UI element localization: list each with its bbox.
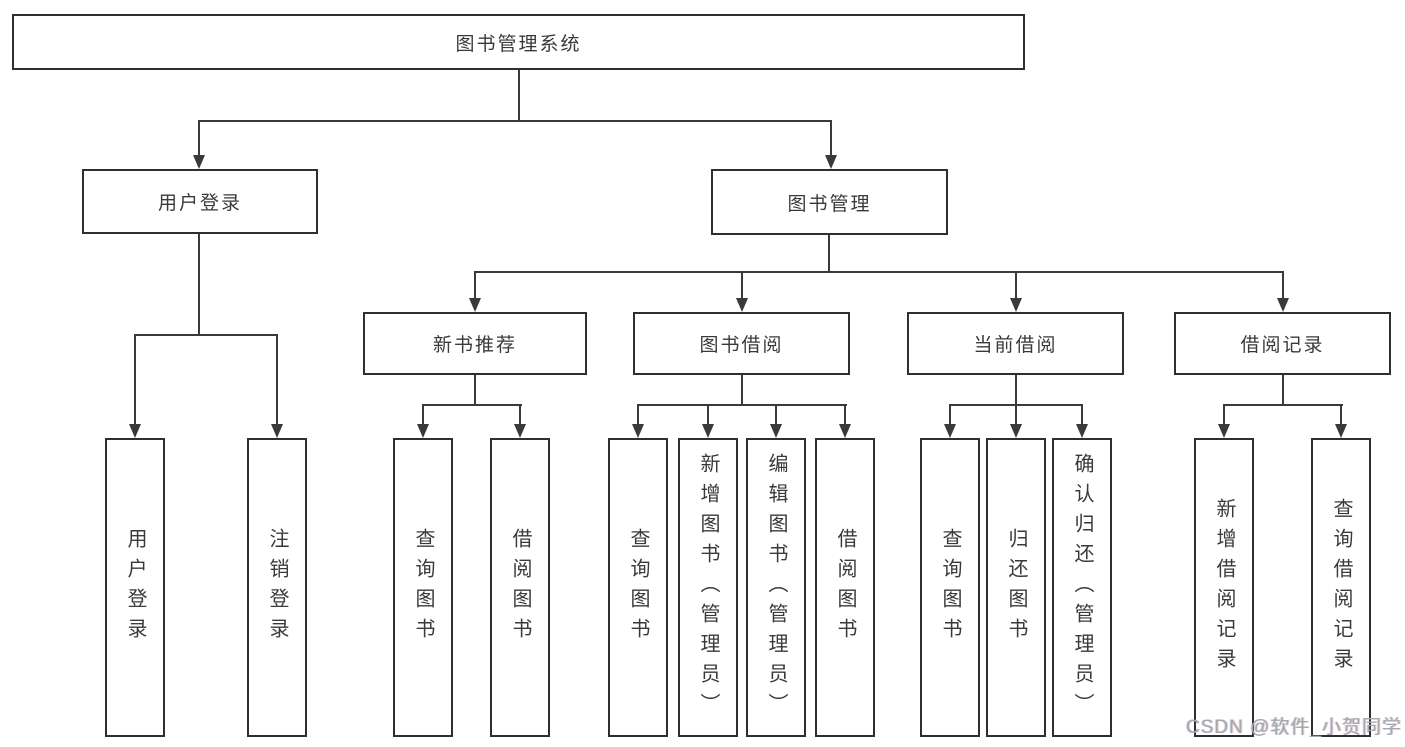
leaf-query-borrow-record: 查询借阅记录 bbox=[1311, 438, 1371, 737]
connector-to-book-management bbox=[830, 120, 832, 156]
arrow-down-icon bbox=[736, 298, 748, 312]
leaf-add-borrow-record-label: 新增借阅记录 bbox=[1213, 497, 1235, 678]
connector-root-stem bbox=[518, 70, 520, 122]
arrow-down-icon bbox=[417, 424, 429, 438]
connector-book-management-stem bbox=[828, 235, 830, 273]
arrow-down-icon bbox=[1010, 298, 1022, 312]
connector-to-leaf-user-login bbox=[134, 334, 136, 424]
arrow-down-icon bbox=[1277, 298, 1289, 312]
leaf-edit-book-admin: 编辑图书（管理员） bbox=[746, 438, 806, 737]
node-current-borrowing-label: 当前借阅 bbox=[973, 335, 1058, 356]
arrow-down-icon bbox=[193, 155, 205, 169]
connector-leaf-stem bbox=[1081, 404, 1083, 425]
leaf-query-book-recommend: 查询图书 bbox=[393, 438, 453, 737]
connector-leaf-stem bbox=[949, 404, 951, 425]
connector-new-book-recommend-bar bbox=[422, 404, 522, 406]
connector-leaf-stem bbox=[422, 404, 424, 425]
arrow-down-icon bbox=[271, 424, 283, 438]
connector-leaf-stem bbox=[707, 404, 709, 425]
connector-leaf-stem bbox=[844, 404, 846, 425]
leaf-return-book-label: 归还图书 bbox=[1005, 527, 1027, 648]
arrow-down-icon bbox=[632, 424, 644, 438]
connector-leaf-stem bbox=[1223, 404, 1225, 425]
leaf-borrow-book-recommend: 借阅图书 bbox=[490, 438, 550, 737]
leaf-logout-label: 注销登录 bbox=[266, 527, 288, 648]
connector-leaf-stem bbox=[637, 404, 639, 425]
arrow-down-icon bbox=[469, 298, 481, 312]
leaf-query-book-current: 查询图书 bbox=[920, 438, 980, 737]
leaf-edit-book-admin-label: 编辑图书（管理员） bbox=[765, 452, 787, 723]
connector-book-borrowing-bar bbox=[637, 404, 847, 406]
arrow-down-icon bbox=[1076, 424, 1088, 438]
connector-current-borrowing-stem bbox=[1015, 375, 1017, 406]
node-book-management: 图书管理 bbox=[711, 169, 948, 235]
arrow-down-icon bbox=[770, 424, 782, 438]
node-new-book-recommend: 新书推荐 bbox=[363, 312, 587, 375]
leaf-confirm-return-admin-label: 确认归还（管理员） bbox=[1071, 452, 1093, 723]
connector-user-login-stem bbox=[198, 234, 200, 336]
leaf-return-book: 归还图书 bbox=[986, 438, 1046, 737]
connector-borrowing-records-stem bbox=[1282, 375, 1284, 406]
node-book-management-label: 图书管理 bbox=[787, 193, 872, 215]
connector-to-user-login bbox=[198, 120, 200, 156]
arrow-down-icon bbox=[129, 424, 141, 438]
connector-book-management-bar bbox=[474, 271, 1284, 273]
connector-new-book-recommend-stem bbox=[474, 375, 476, 406]
arrow-down-icon bbox=[514, 424, 526, 438]
connector-to-book-borrowing bbox=[741, 271, 743, 299]
leaf-user-login-label: 用户登录 bbox=[124, 527, 146, 648]
leaf-add-borrow-record: 新增借阅记录 bbox=[1194, 438, 1254, 737]
arrow-down-icon bbox=[839, 424, 851, 438]
connector-to-borrowing-records bbox=[1282, 271, 1284, 299]
connector-leaf-stem bbox=[1340, 404, 1342, 425]
connector-leaf-stem bbox=[519, 404, 521, 425]
csdn-watermark: CSDN @软件_小贺同学 bbox=[1186, 717, 1402, 738]
connector-root-bar bbox=[198, 120, 832, 122]
connector-leaf-stem bbox=[1015, 404, 1017, 425]
node-user-login-label: 用户登录 bbox=[157, 193, 242, 214]
arrow-down-icon bbox=[1010, 424, 1022, 438]
arrow-down-icon bbox=[1335, 424, 1347, 438]
arrow-down-icon bbox=[702, 424, 714, 438]
leaf-query-book-current-label: 查询图书 bbox=[939, 527, 961, 648]
leaf-query-book-borrowing: 查询图书 bbox=[608, 438, 668, 737]
connector-to-new-book-recommend bbox=[474, 271, 476, 299]
leaf-query-borrow-record-label: 查询借阅记录 bbox=[1330, 497, 1352, 678]
leaf-add-book-admin: 新增图书（管理员） bbox=[678, 438, 738, 737]
node-book-borrowing: 图书借阅 bbox=[633, 312, 850, 375]
leaf-add-book-admin-label: 新增图书（管理员） bbox=[697, 452, 719, 723]
leaf-borrow-book-recommend-label: 借阅图书 bbox=[509, 527, 531, 648]
connector-leaf-stem bbox=[775, 404, 777, 425]
leaf-user-login: 用户登录 bbox=[105, 438, 165, 737]
node-book-borrowing-label: 图书借阅 bbox=[699, 335, 784, 356]
node-user-login: 用户登录 bbox=[82, 169, 318, 234]
connector-to-leaf-logout bbox=[276, 334, 278, 424]
leaf-borrow-book-borrowing: 借阅图书 bbox=[815, 438, 875, 737]
node-current-borrowing: 当前借阅 bbox=[907, 312, 1124, 375]
connector-book-borrowing-stem bbox=[741, 375, 743, 406]
leaf-logout: 注销登录 bbox=[247, 438, 307, 737]
node-borrowing-records-label: 借阅记录 bbox=[1240, 335, 1325, 356]
leaf-query-book-borrowing-label: 查询图书 bbox=[627, 527, 649, 648]
leaf-query-book-recommend-label: 查询图书 bbox=[412, 527, 434, 648]
leaf-confirm-return-admin: 确认归还（管理员） bbox=[1052, 438, 1112, 737]
arrow-down-icon bbox=[944, 424, 956, 438]
arrow-down-icon bbox=[825, 155, 837, 169]
node-system: 图书管理系统 bbox=[12, 14, 1025, 70]
connector-user-login-bar bbox=[134, 334, 278, 336]
arrow-down-icon bbox=[1218, 424, 1230, 438]
node-system-label: 图书管理系统 bbox=[455, 33, 582, 55]
connector-borrowing-records-bar bbox=[1223, 404, 1343, 406]
connector-to-current-borrowing bbox=[1015, 271, 1017, 299]
leaf-borrow-book-borrowing-label: 借阅图书 bbox=[834, 527, 856, 648]
node-new-book-recommend-label: 新书推荐 bbox=[432, 335, 517, 356]
node-borrowing-records: 借阅记录 bbox=[1174, 312, 1391, 375]
